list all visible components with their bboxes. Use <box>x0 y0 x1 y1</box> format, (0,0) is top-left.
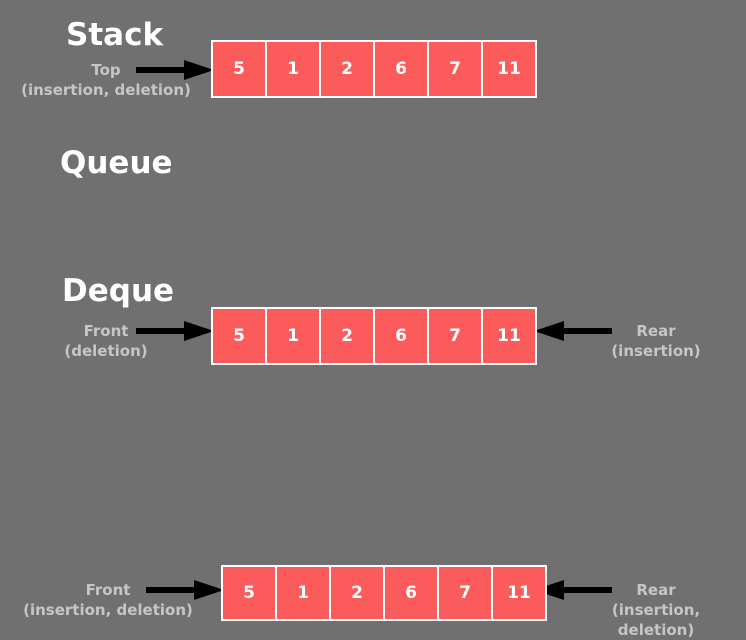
queue-rear-label-line2: (insertion) <box>611 342 701 360</box>
queue-front-label: Front (deletion) <box>8 321 204 361</box>
array-cell: 1 <box>277 567 329 619</box>
array-cell: 2 <box>321 42 373 96</box>
arrow-right-icon <box>136 320 214 342</box>
arrow-right-icon <box>136 59 214 81</box>
array-cell: 6 <box>375 42 427 96</box>
stack-top-label-line2: (insertion, deletion) <box>21 81 191 99</box>
deque-title: Deque <box>62 273 175 309</box>
deque-rear-label-line3: deletion) <box>617 621 695 639</box>
arrow-left-icon <box>534 320 612 342</box>
queue-section: Queue Front (deletion) Rear (insertion) … <box>0 133 746 365</box>
arrow-right-icon <box>146 579 224 601</box>
array-cell: 11 <box>483 42 535 96</box>
array-cell: 2 <box>331 567 383 619</box>
array-cell: 6 <box>385 567 437 619</box>
array-cell: 7 <box>429 309 481 363</box>
deque-array: 5 1 2 6 7 11 <box>221 565 547 621</box>
deque-section: Deque Front (insertion, deletion) Rear (… <box>0 262 746 639</box>
queue-title: Queue <box>60 145 173 181</box>
array-cell: 7 <box>439 567 491 619</box>
stack-top-label: Top (insertion, deletion) <box>8 60 204 100</box>
stack-title: Stack <box>66 17 164 53</box>
queue-front-label-line2: (deletion) <box>64 342 148 360</box>
stack-array: 5 1 2 6 7 11 <box>211 40 537 98</box>
queue-rear-label: Rear (insertion) <box>576 321 736 361</box>
deque-front-label-line2: (insertion, deletion) <box>23 601 193 619</box>
array-cell: 2 <box>321 309 373 363</box>
queue-rear-label-line1: Rear <box>636 322 676 340</box>
array-cell: 1 <box>267 42 319 96</box>
queue-array: 5 1 2 6 7 11 <box>211 307 537 365</box>
array-cell: 1 <box>267 309 319 363</box>
array-cell: 6 <box>375 309 427 363</box>
queue-front-label-line1: Front <box>83 322 129 340</box>
array-cell: 11 <box>483 309 535 363</box>
array-cell: 5 <box>223 567 275 619</box>
deque-rear-label-line2: (insertion, <box>611 601 701 619</box>
array-cell: 5 <box>213 42 265 96</box>
array-cell: 11 <box>493 567 545 619</box>
array-cell: 5 <box>213 309 265 363</box>
stack-top-label-line1: Top <box>91 61 121 79</box>
stack-section: Stack Top (insertion, deletion) 5 1 2 6 … <box>0 0 746 140</box>
array-cell: 7 <box>429 42 481 96</box>
